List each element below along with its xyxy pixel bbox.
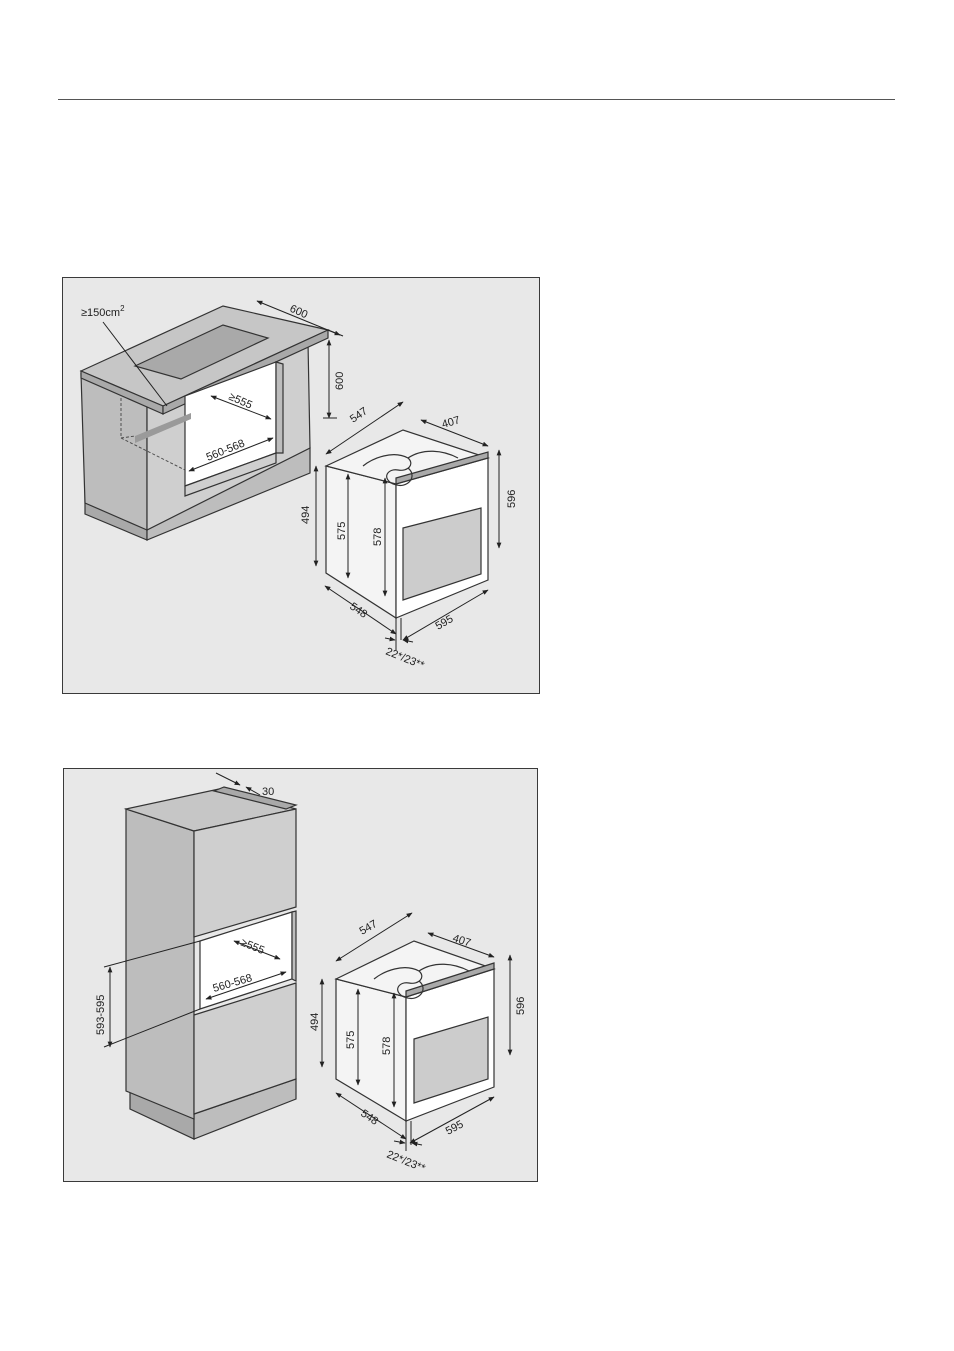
tall-cabinet-drawing: 30 593-595 ≥555 560-568 547 407 596 494 … — [64, 769, 539, 1183]
dim-oven-niche-575: 575 — [336, 522, 348, 540]
dim-oven-body-height: 494 — [309, 1013, 321, 1031]
top-rule — [58, 99, 895, 100]
undercounter-drawing: ≥150cm2 600 600 ≥555 560-568 547 407 596… — [63, 278, 541, 695]
dim-oven-width: 595 — [434, 613, 456, 633]
dim-oven-width: 595 — [444, 1118, 466, 1137]
diagram-panel-tall-cabinet: 30 593-595 ≥555 560-568 547 407 596 494 … — [63, 768, 538, 1182]
tall-cabinet — [126, 787, 296, 1139]
dim-oven-base-depth: 548 — [358, 1108, 380, 1128]
dim-oven-body-height: 494 — [300, 506, 312, 524]
dim-oven-niche-578: 578 — [381, 1037, 393, 1055]
diagram-panel-undercounter: ≥150cm2 600 600 ≥555 560-568 547 407 596… — [62, 277, 540, 694]
dim-fascia-depth: 22*/23** — [384, 646, 427, 673]
dim-oven-depth-top: 547 — [348, 405, 370, 425]
dim-counter-depth: 600 — [288, 303, 310, 321]
oven-unit — [336, 941, 494, 1121]
dim-oven-height-total: 596 — [506, 490, 518, 508]
dim-oven-depth-top: 547 — [358, 918, 380, 938]
dim-niche-height: 593-595 — [95, 995, 107, 1035]
dim-oven-niche-578: 578 — [372, 528, 384, 546]
dim-oven-height-total: 596 — [515, 997, 527, 1015]
dim-rear-gap: 30 — [262, 786, 274, 798]
dim-fascia-depth: 22*/23** — [385, 1149, 428, 1176]
vent-area-label: ≥150cm2 — [81, 304, 125, 319]
oven-unit — [326, 430, 488, 618]
dim-oven-panel-depth: 407 — [441, 414, 462, 431]
dim-counter-height: 600 — [334, 372, 346, 390]
dim-oven-niche-575: 575 — [345, 1031, 357, 1049]
dim-oven-panel-depth: 407 — [451, 932, 472, 949]
